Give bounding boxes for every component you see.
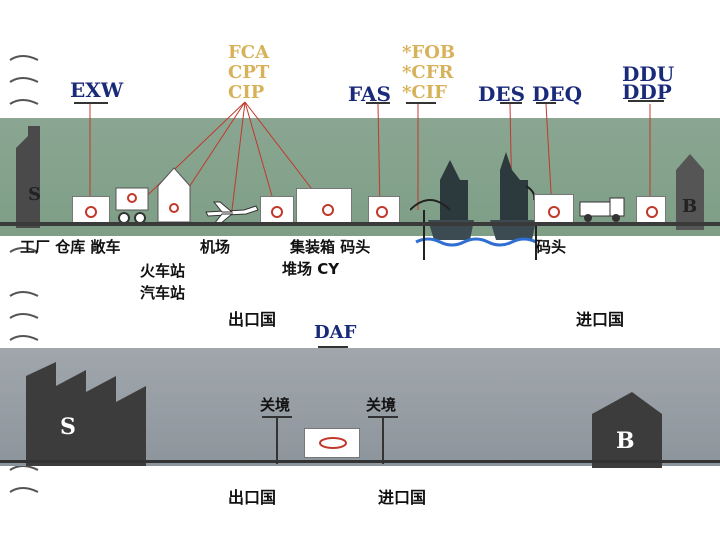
fas-underline	[366, 102, 390, 104]
factory-row-label: 工厂 仓库 敞车	[20, 238, 121, 256]
wagon-icon	[115, 187, 149, 224]
dock-import-label: 码头	[536, 238, 567, 256]
export-country-bottom: 出口国	[228, 488, 277, 507]
daf-marker	[319, 437, 347, 449]
seller-factory-bottom	[26, 362, 146, 466]
ground-line	[0, 222, 720, 226]
border-left-line	[276, 416, 278, 464]
airport-dot	[271, 206, 283, 218]
airport-label: 机场	[200, 238, 231, 256]
cy-label: 堆场 CY	[282, 260, 340, 278]
border-right-line	[382, 416, 384, 464]
train-label: 火车站	[140, 262, 186, 280]
buyer-label-top: B	[682, 196, 698, 217]
buyer-building-top	[676, 154, 704, 230]
factory-dot	[85, 206, 97, 218]
term-ddu: DDU	[622, 62, 675, 86]
container-label: 集装箱 码头	[290, 238, 371, 256]
ddp-underline	[628, 100, 664, 102]
seller-label-top: S	[28, 184, 41, 205]
buyer-dot	[646, 206, 658, 218]
export-country-top: 出口国	[228, 310, 277, 329]
buyer-label-bottom: B	[616, 428, 635, 454]
des-underline	[500, 102, 522, 104]
dock-dot	[376, 206, 388, 218]
term-cif: *CIF	[402, 82, 447, 103]
import-country-bottom: 进口国	[378, 488, 427, 507]
bus-label: 汽车站	[140, 284, 186, 302]
connector-lines	[89, 101, 651, 211]
container-dot	[322, 204, 334, 216]
bottom-ground-line	[0, 460, 720, 463]
deq-underline	[536, 102, 556, 104]
seller-label-bottom: S	[60, 414, 76, 440]
truck-icon	[579, 197, 625, 222]
destination-dock-dot	[548, 206, 560, 218]
warehouse-icon	[157, 167, 191, 223]
term-cpt: CPT	[228, 62, 270, 83]
buyer-building-bottom	[592, 392, 662, 468]
term-cfr: *CFR	[402, 62, 454, 83]
term-cip: CIP	[228, 82, 265, 103]
exw-underline	[74, 102, 108, 104]
border-right-label: 关境	[366, 396, 397, 414]
import-country-top: 进口国	[576, 310, 625, 329]
seller-factory-top	[16, 126, 40, 228]
term-daf: DAF	[314, 322, 357, 343]
border-left-label: 关境	[260, 396, 291, 414]
term-fca: FCA	[228, 42, 270, 63]
fob-underline	[406, 102, 436, 104]
daf-underline	[318, 346, 348, 348]
term-exw: EXW	[70, 78, 124, 102]
term-fob: *FOB	[402, 42, 456, 63]
